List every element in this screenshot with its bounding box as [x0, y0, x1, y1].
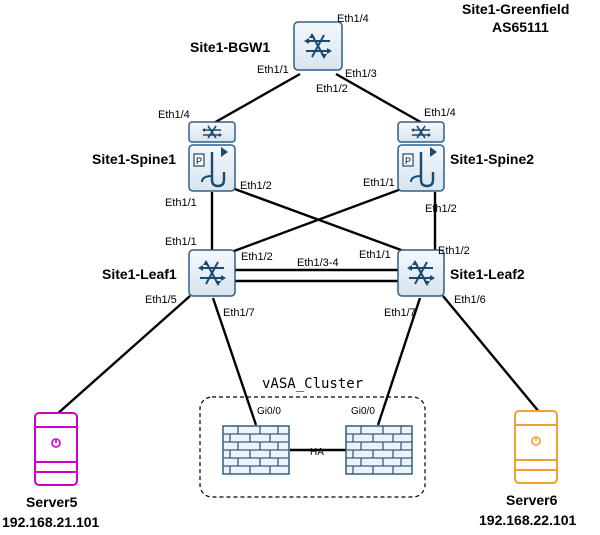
port-leaf2-top: Eth1/1	[359, 249, 391, 261]
firewall-2[interactable]	[345, 425, 413, 475]
port-sp1-right: Eth1/2	[240, 180, 272, 192]
link-leaf1-fw1	[211, 297, 258, 426]
link-bgw-spine1	[211, 72, 301, 126]
leaf1-device[interactable]	[188, 249, 236, 297]
spine1-label: Site1-Spine1	[92, 151, 176, 167]
port-sp1-top: Eth1/4	[158, 109, 190, 121]
link-spine2-leaf1	[225, 186, 405, 256]
port-leaf1-down: Eth1/7	[223, 307, 255, 319]
port-bgw-right: Eth1/3	[345, 68, 377, 80]
server6-ip: 192.168.22.101	[479, 512, 577, 528]
port-bgw-left: Eth1/1	[257, 64, 289, 76]
leaf1-label: Site1-Leaf1	[102, 266, 177, 282]
link-leaf2-fw2	[376, 297, 422, 426]
port-leaf1-interlink: Eth1/3-4	[297, 257, 339, 269]
port-leaf2-right: Eth1/2	[438, 245, 470, 257]
port-bgw-bottom: Eth1/2	[316, 83, 348, 95]
server6-icon[interactable]	[514, 410, 558, 484]
leaf2-device[interactable]	[397, 249, 445, 297]
cluster-label: vASA_Cluster	[262, 376, 363, 392]
server5-label: Server5	[26, 494, 78, 510]
server6-label: Server6	[506, 492, 558, 508]
port-sp2-left: Eth1/1	[363, 177, 395, 189]
bgw1-device[interactable]	[293, 21, 343, 71]
link-leaf2-server6	[442, 295, 541, 414]
port-bgw-top: Eth1/4	[337, 13, 369, 25]
site-name: Site1-Greenfield	[462, 1, 569, 17]
spine2-device[interactable]: P	[397, 121, 445, 192]
server5-ip: 192.168.21.101	[2, 514, 100, 530]
svg-text:P: P	[405, 156, 411, 166]
port-leaf1-left: Eth1/5	[145, 294, 177, 306]
ha-label: HA	[310, 447, 324, 458]
port-leaf2-rightdown: Eth1/6	[454, 294, 486, 306]
link-bgw-spine2	[335, 72, 425, 126]
port-leaf2-down: Eth1/7	[384, 307, 416, 319]
port-leaf1-top: Eth1/1	[165, 236, 197, 248]
leaf2-label: Site1-Leaf2	[450, 266, 525, 282]
port-sp1-bottom: Eth1/1	[165, 197, 197, 209]
link-leaf1-server5	[55, 295, 191, 416]
fw1-port-label: Gi0/0	[257, 406, 281, 417]
spine1-device[interactable]: P	[188, 121, 236, 192]
server5-icon[interactable]	[34, 412, 78, 486]
bgw1-label: Site1-BGW1	[190, 39, 270, 55]
port-labels: Eth1/4 Eth1/1 Eth1/3 Eth1/2 Eth1/4 Eth1/…	[145, 13, 486, 319]
port-leaf1-right: Eth1/2	[241, 251, 273, 263]
links	[55, 72, 541, 452]
link-spine1-leaf2	[231, 186, 413, 256]
spine2-label: Site1-Spine2	[450, 151, 534, 167]
fw2-port-label: Gi0/0	[351, 406, 375, 417]
cluster-boundary	[199, 396, 426, 498]
firewall-1[interactable]	[222, 425, 290, 475]
port-sp2-bottom: Eth1/2	[425, 203, 457, 215]
svg-text:P: P	[196, 156, 202, 166]
port-sp2-top: Eth1/4	[424, 107, 456, 119]
site-asn: AS65111	[492, 19, 549, 35]
